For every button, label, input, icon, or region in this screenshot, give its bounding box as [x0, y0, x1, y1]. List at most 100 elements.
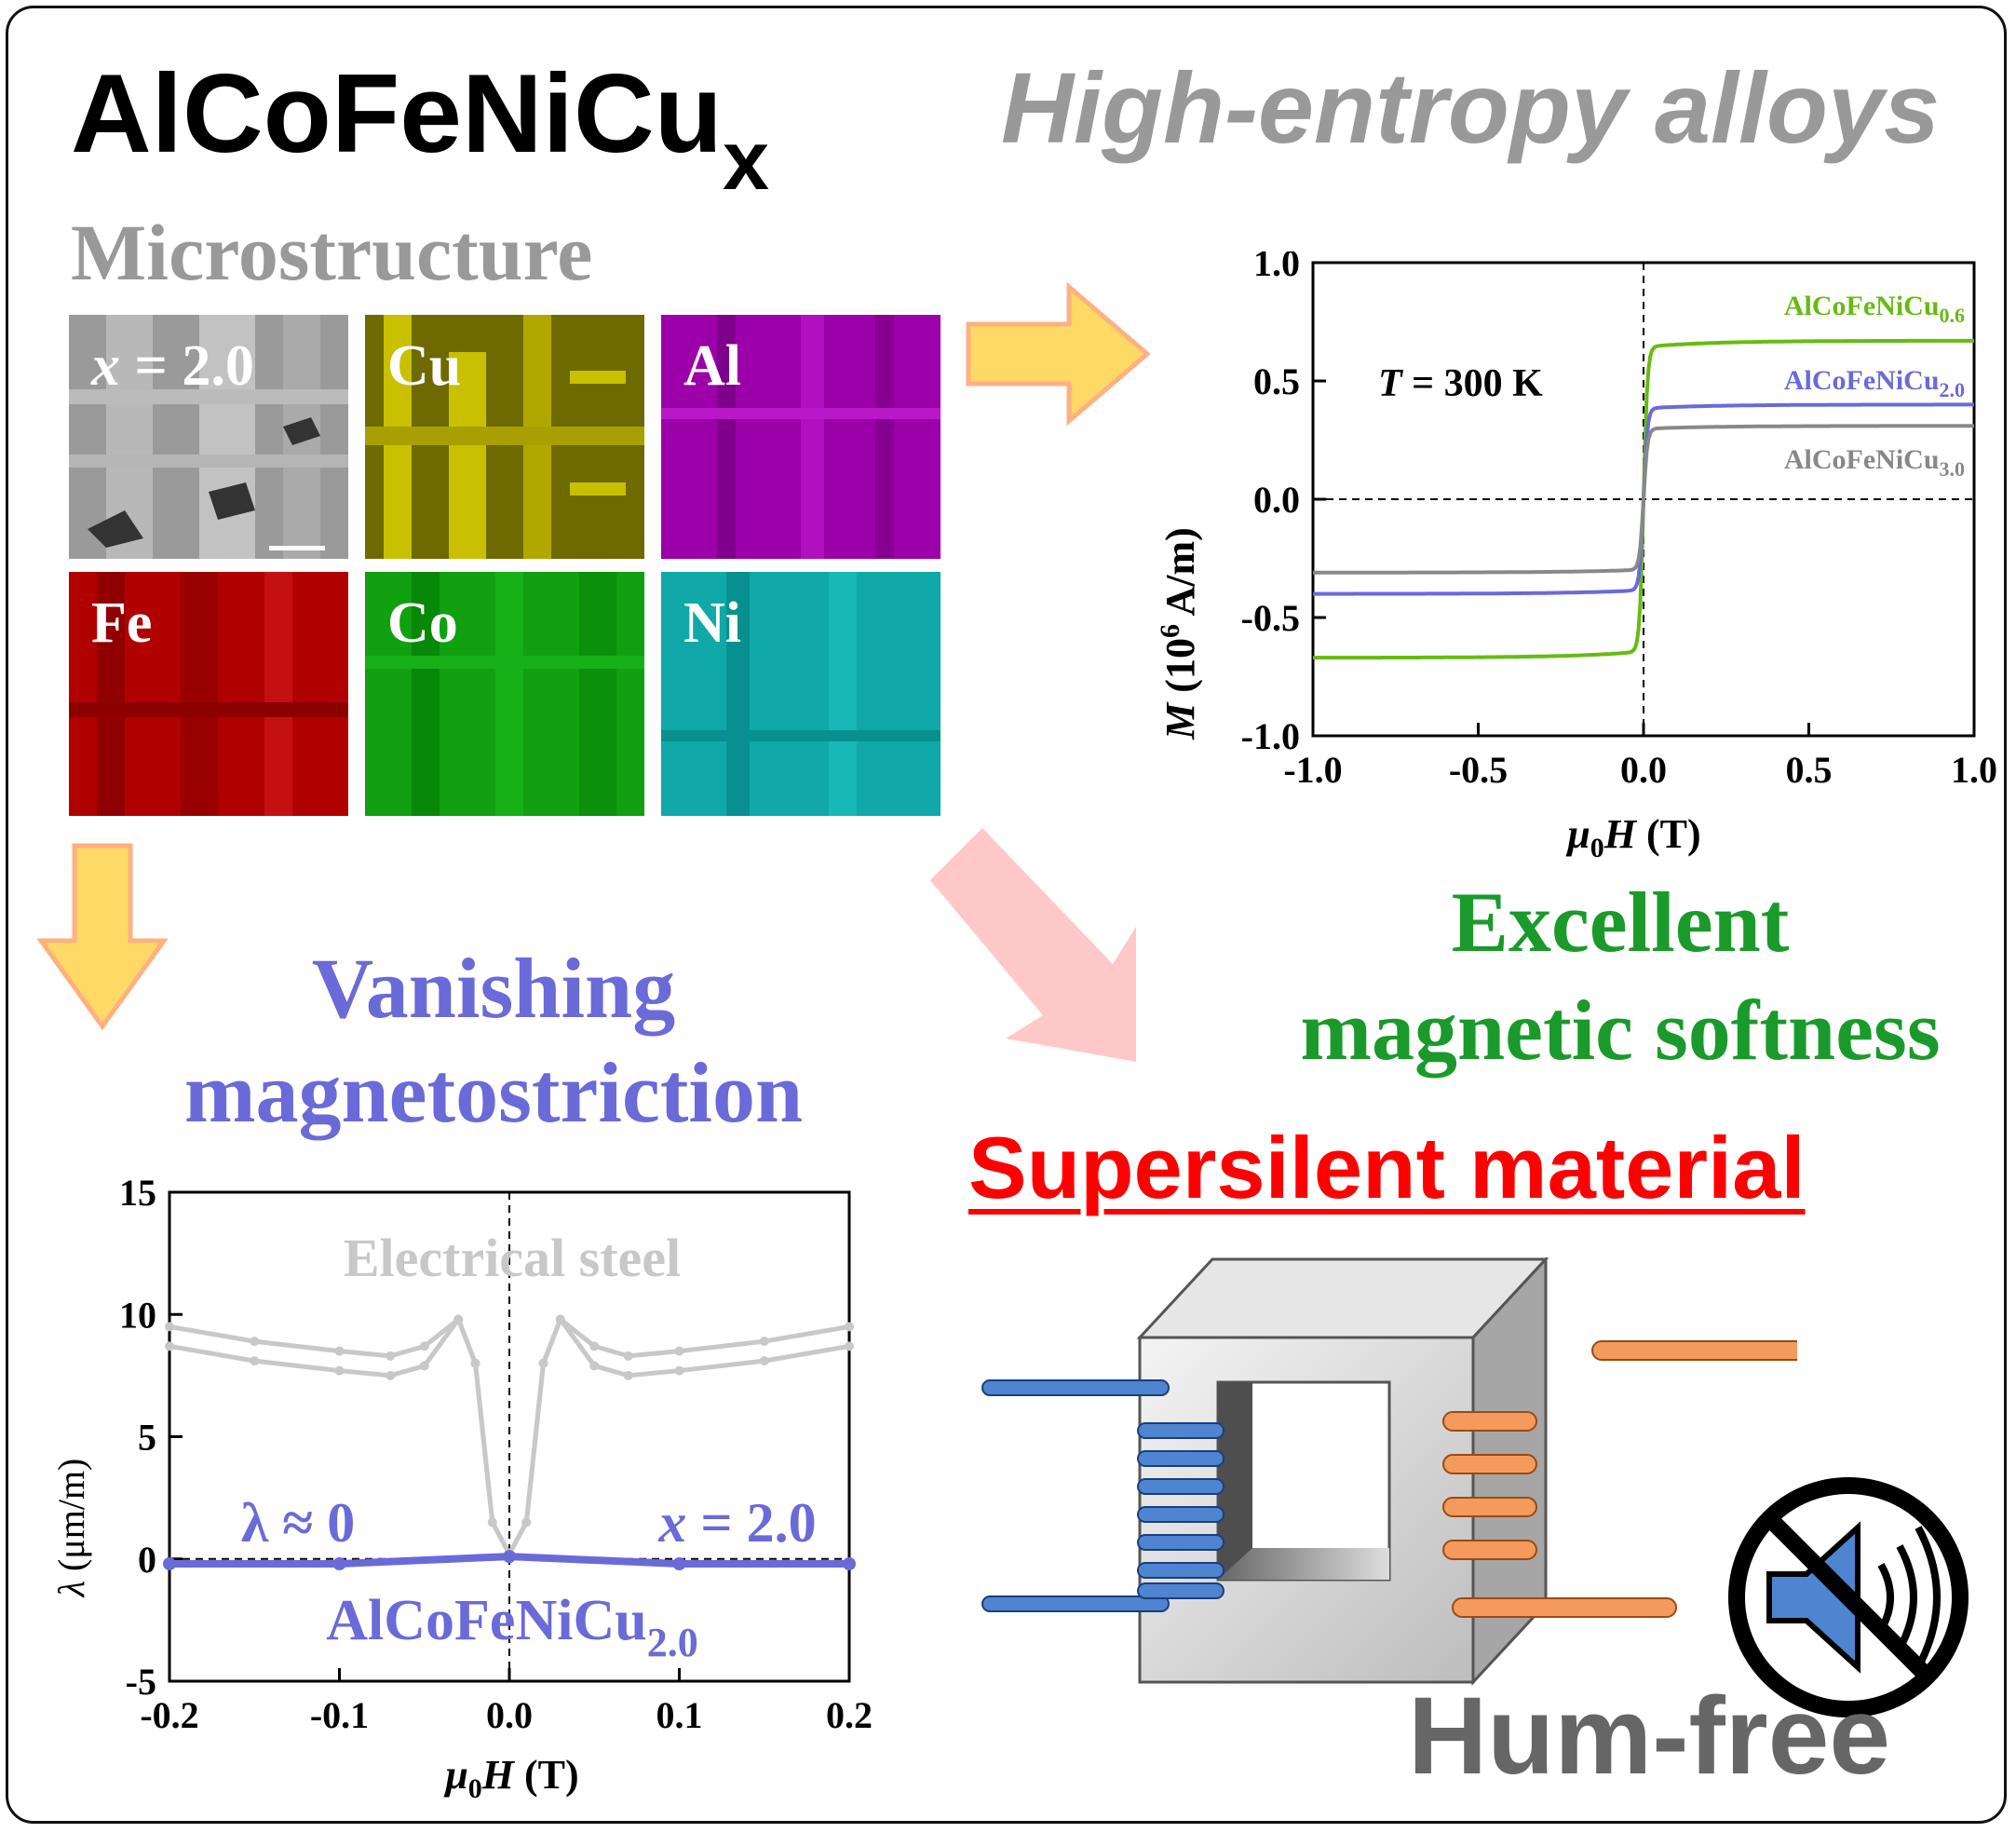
steel-point	[555, 1314, 565, 1324]
tile-ni-label: Ni	[683, 591, 741, 655]
alloy-point	[843, 1557, 856, 1570]
m-ytick-label: -0.5	[1241, 597, 1300, 639]
tile-sem-label: x = 2.0	[91, 334, 254, 398]
steel-point	[759, 1356, 769, 1366]
m-xtick-label: 0.5	[1786, 749, 1833, 791]
steel-point	[386, 1351, 396, 1361]
steel-point	[165, 1322, 174, 1332]
vanishing-label: Vanishing magnetostriction	[149, 936, 838, 1145]
tile-cu-label: Cu	[387, 334, 462, 398]
svg-text:M (106 A/m): M (106 A/m)	[1155, 527, 1203, 740]
steel-point	[453, 1314, 464, 1324]
excellent-line-2: magnetic softness	[1300, 983, 1941, 1078]
steel-point	[250, 1356, 260, 1366]
l-xtick-label: 0.0	[486, 1694, 533, 1736]
lambda-label: λ ≈ 0	[241, 1492, 355, 1554]
magnetostriction-chart: λ (μm/m) μ0H (T) -0.2 -0.1 0.0 0.1 0.2 15 10 5 0…	[50, 1174, 873, 1804]
l-ytick-label: 10	[119, 1294, 156, 1336]
formula-title: AlCoFeNiCux	[71, 58, 769, 203]
m-chart-ylabel: M (106 A/m)	[1155, 527, 1203, 740]
steel-label: Electrical steel	[344, 1228, 681, 1288]
l-xtick-label: -0.1	[310, 1694, 369, 1736]
steel-point	[589, 1361, 600, 1371]
tile-fe-label: Fe	[91, 591, 153, 655]
steel-point	[845, 1322, 854, 1332]
alloy-label: AlCoFeNiCu2.0	[326, 1589, 697, 1665]
vanishing-line-2: magnetostriction	[183, 1045, 804, 1140]
steel-point	[623, 1351, 633, 1361]
excellent-line-1: Excellent	[1451, 875, 1790, 970]
steel-point	[759, 1337, 769, 1347]
arrow-diagonal-icon	[930, 828, 1136, 1062]
m-ytick-label: 1.0	[1253, 251, 1300, 284]
steel-point	[419, 1361, 429, 1371]
humfree-label: Hum-free	[1408, 1675, 1890, 1798]
formula-main: AlCoFeNiCu	[71, 51, 723, 176]
svg-text:λ (μm/m): λ (μm/m)	[50, 1459, 92, 1598]
steel-point	[250, 1337, 260, 1347]
blue-coil	[1137, 1422, 1224, 1599]
steel-point	[419, 1341, 429, 1351]
l-xtick-label: 0.1	[656, 1694, 703, 1736]
steel-point	[538, 1358, 548, 1368]
supersilent-label: Supersilent material	[968, 1119, 1806, 1216]
l-ytick-label: 15	[119, 1174, 156, 1214]
steel-point	[386, 1370, 396, 1380]
m-ytick-label: -1.0	[1241, 715, 1300, 757]
l-chart-ylabel: λ (μm/m)	[50, 1459, 92, 1598]
mute-speaker-icon	[1728, 1477, 1969, 1718]
alloy-point	[503, 1550, 516, 1564]
subtitle: High-entropy alloys	[1001, 51, 1941, 164]
steel-point	[487, 1517, 497, 1528]
m-series-label: AlCoFeNiCu3.0	[1784, 444, 1965, 481]
steel-point	[674, 1365, 684, 1376]
l-ytick-label: 5	[138, 1417, 156, 1459]
orange-coil	[1442, 1411, 1537, 1560]
m-series-label: AlCoFeNiCu0.6	[1784, 291, 1965, 327]
x-value-label: x = 2.0	[657, 1492, 816, 1554]
m-xtick-label: -1.0	[1283, 749, 1342, 791]
m-chart-xlabel: μ0H (T)	[1565, 811, 1700, 863]
m-ytick-label: 0.0	[1253, 479, 1300, 521]
tile-al: Al	[661, 315, 940, 559]
steel-point	[845, 1341, 854, 1351]
m-series-line	[1313, 424, 1974, 575]
m-xtick-label: 1.0	[1951, 749, 1997, 791]
l-chart-xlabel: μ0H (T)	[443, 1752, 578, 1804]
m-series-label: AlCoFeNiCu2.0	[1784, 365, 1965, 401]
microstructure-title: Microstructure	[71, 208, 593, 297]
steel-point	[334, 1365, 345, 1376]
l-ytick-label: 0	[138, 1539, 156, 1581]
tile-co: Co	[365, 572, 644, 816]
steel-point	[470, 1358, 480, 1368]
tile-ni: Ni	[661, 572, 940, 816]
alloy-point	[672, 1557, 686, 1570]
alloy-point	[332, 1557, 346, 1570]
steel-point	[165, 1341, 174, 1351]
magnetization-chart: M (106 A/m) μ0H (T) T = 300 K -1.0 -0.5 0.…	[1155, 251, 1997, 863]
tile-fe: Fe	[69, 572, 348, 816]
steel-point	[521, 1517, 532, 1528]
tile-sem: x = 2.0	[69, 315, 348, 559]
vanishing-line-1: Vanishing	[311, 941, 676, 1036]
steel-point	[623, 1370, 633, 1380]
m-chart-annotation: T = 300 K	[1378, 362, 1543, 405]
tile-al-label: Al	[683, 334, 741, 398]
m-xtick-label: -0.5	[1449, 749, 1508, 791]
m-ytick-label: 0.5	[1253, 360, 1300, 402]
excellent-label: Excellent magnetic softness	[1248, 868, 1993, 1084]
steel-point	[589, 1341, 600, 1351]
arrow-down-icon	[37, 843, 168, 1031]
m-xtick-label: 0.0	[1620, 749, 1667, 791]
l-xtick-label: 0.2	[826, 1694, 873, 1736]
l-xtick-label: -0.2	[140, 1694, 198, 1736]
alloy-point	[163, 1557, 176, 1570]
transformer-icon	[981, 1257, 1797, 1686]
arrow-right-icon	[966, 281, 1151, 427]
tile-co-label: Co	[387, 591, 458, 655]
tile-cu: Cu	[365, 315, 644, 559]
steel-point	[674, 1346, 684, 1356]
outer-frame	[6, 6, 2007, 1824]
l-ytick-label: -5	[126, 1661, 156, 1703]
